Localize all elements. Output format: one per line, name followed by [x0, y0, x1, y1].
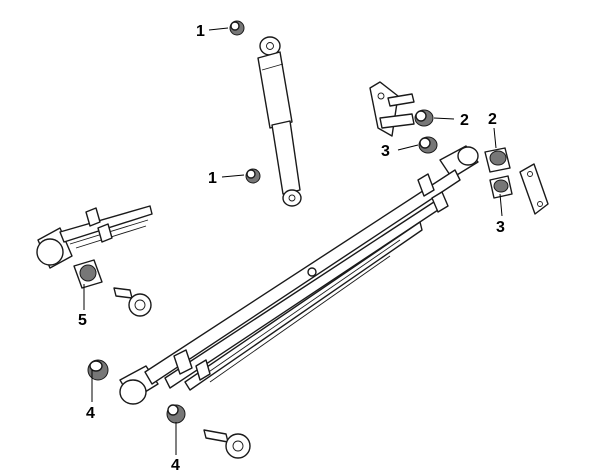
callout-1-top: 1: [196, 23, 205, 40]
leader-lines: [83, 27, 503, 455]
callout-4-left: 4: [86, 405, 95, 422]
callout-3-center: 3: [381, 143, 390, 160]
shock-absorber: [257, 36, 302, 207]
callout-1-mid: 1: [208, 170, 217, 187]
callout-3-right: 3: [496, 219, 505, 236]
bolt-bottom: [203, 429, 251, 459]
callout-5-left: 5: [78, 312, 87, 329]
bushing-center-upper: [414, 109, 434, 127]
callout-4-bottom: 4: [171, 457, 180, 474]
bushing-right-lower: [489, 175, 513, 199]
bushing-bottom-left: [87, 359, 109, 381]
bolt-left: [113, 287, 152, 317]
bushing-right-upper: [484, 147, 511, 173]
bushing-bottom: [166, 404, 186, 424]
front-hanger-bracket: [369, 81, 415, 137]
shackle-plate: [519, 163, 549, 215]
callout-2-right: 2: [488, 111, 497, 128]
left-spring-end: [36, 205, 153, 269]
nut-middle: [245, 168, 261, 184]
leaf-spring: [119, 145, 479, 405]
callout-2-center: 2: [460, 112, 469, 129]
bushing-center-lower: [418, 136, 438, 154]
bushing-left: [73, 259, 103, 289]
nut-top: [229, 20, 245, 36]
